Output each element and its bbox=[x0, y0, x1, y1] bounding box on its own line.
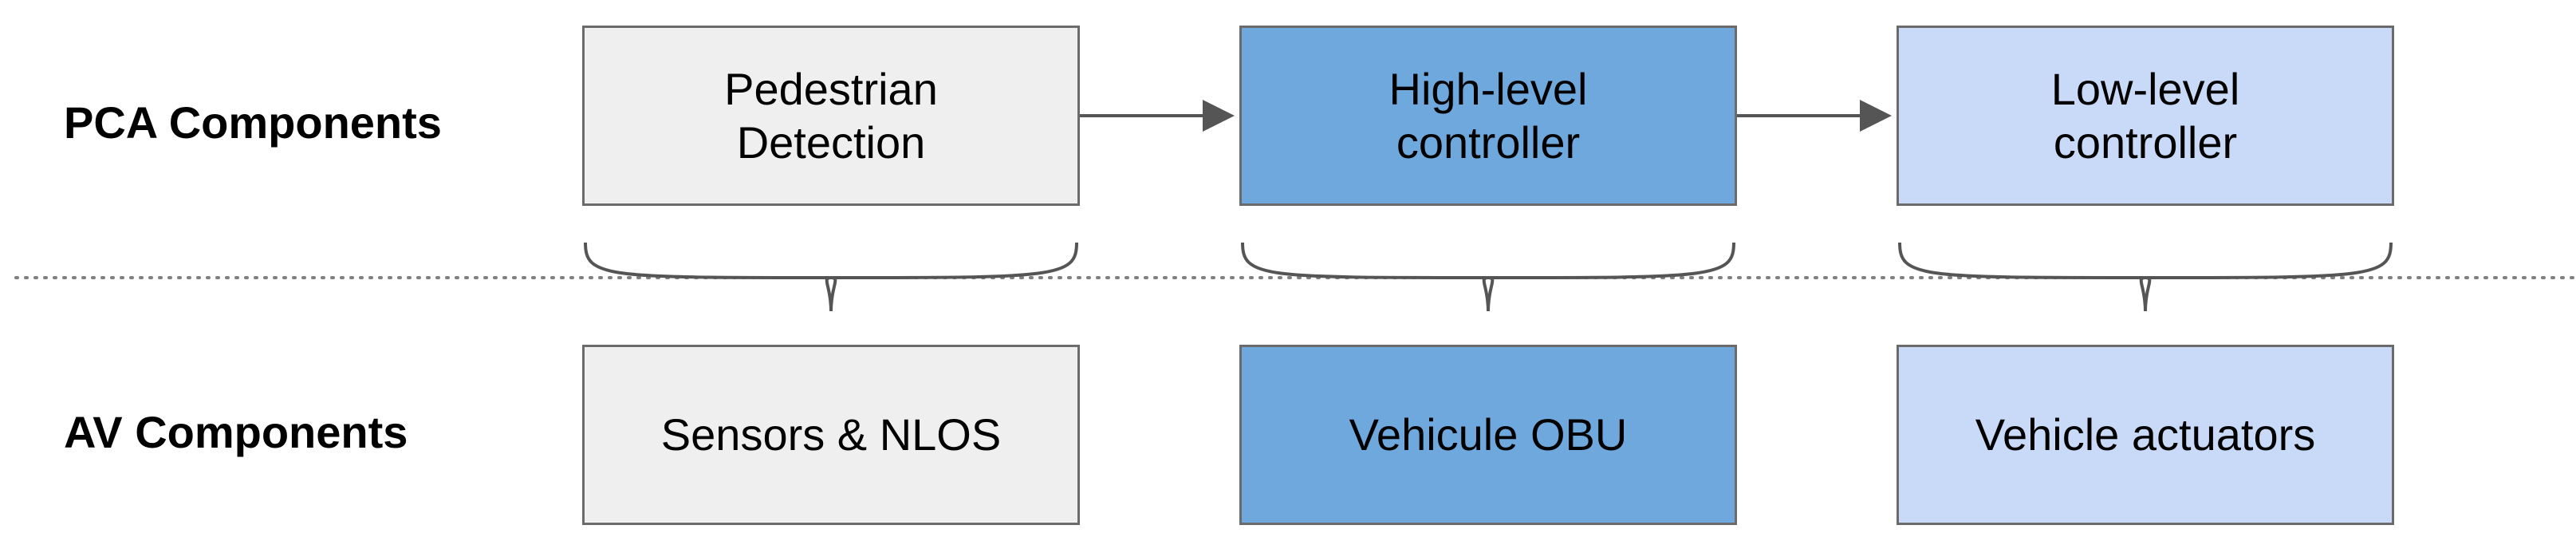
low-level-controller-box: Low-level controller bbox=[1897, 26, 2394, 206]
vehicle-actuators-label: Vehicle actuators bbox=[1975, 409, 2316, 460]
brace-high-level-controller bbox=[1241, 242, 1735, 312]
pedestrian-detection-box: Pedestrian Detection bbox=[582, 26, 1080, 206]
high-level-controller-box: High-level controller bbox=[1239, 26, 1737, 206]
pca-components-label: PCA Components bbox=[64, 97, 442, 148]
brace-pedestrian-detection bbox=[584, 242, 1078, 312]
pedestrian-detection-label: Pedestrian Detection bbox=[724, 63, 938, 168]
vehicule-obu-label: Vehicule OBU bbox=[1349, 409, 1628, 460]
low-level-controller-label: Low-level controller bbox=[2050, 63, 2240, 168]
vehicule-obu-box: Vehicule OBU bbox=[1239, 345, 1737, 525]
av-components-label: AV Components bbox=[64, 407, 408, 457]
sensors-nlos-box: Sensors & NLOS bbox=[582, 345, 1080, 525]
sensors-nlos-label: Sensors & NLOS bbox=[660, 409, 1002, 460]
high-level-controller-label: High-level controller bbox=[1388, 63, 1588, 168]
brace-low-level-controller bbox=[1898, 242, 2393, 312]
vehicle-actuators-box: Vehicle actuators bbox=[1897, 345, 2394, 525]
